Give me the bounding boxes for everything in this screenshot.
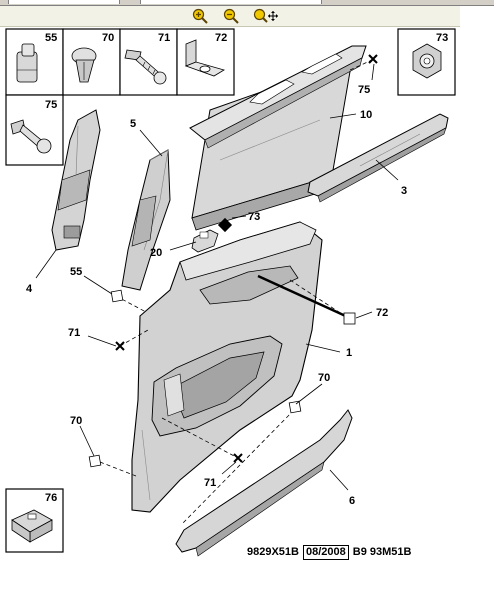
part-10-upper-panel[interactable]	[189, 45, 367, 231]
inset-label: 55	[45, 32, 57, 44]
bolt-icon	[10, 119, 52, 154]
part-6-lower-strip[interactable]	[175, 409, 353, 557]
inset-label: 76	[45, 492, 57, 504]
reference-suffix: B9 93M51B	[352, 546, 412, 558]
callout-72: 72	[376, 307, 388, 319]
callout-1: 1	[346, 347, 352, 359]
inset-72[interactable]: 72	[176, 28, 235, 96]
zoom-in-icon[interactable]	[192, 8, 208, 24]
viewer-toolbar	[0, 6, 460, 27]
window-tab[interactable]	[140, 0, 322, 4]
callout-55: 55	[70, 266, 82, 278]
clip-markers	[88, 289, 356, 468]
part-4-bracket[interactable]	[51, 109, 101, 251]
callout-10: 10	[360, 109, 372, 121]
inset-label: 73	[436, 32, 448, 44]
reference-line: 9829X51B 08/2008 B9 93M51B	[247, 544, 467, 560]
inset-label: 70	[102, 32, 114, 44]
inset-55[interactable]: 55	[5, 28, 64, 96]
retaining-clip-icon	[11, 509, 53, 543]
zoom-out-icon[interactable]	[223, 8, 239, 24]
reference-date: 08/2008	[303, 544, 349, 560]
inset-label: 75	[45, 99, 57, 111]
callout-73: 73	[248, 211, 260, 223]
callout-71: 71	[204, 477, 216, 489]
window-frame	[0, 0, 494, 6]
inset-label: 71	[158, 32, 170, 44]
push-rivet-icon	[71, 47, 97, 83]
callout-70: 70	[318, 372, 330, 384]
window-tab[interactable]	[8, 0, 120, 4]
screw-icon	[124, 49, 167, 85]
cross-markers	[115, 54, 378, 463]
nut-icon	[412, 43, 442, 79]
part-1-door-trim-panel[interactable]	[131, 221, 323, 513]
callout-75: 75	[358, 84, 370, 96]
callout-70: 70	[70, 415, 82, 427]
part-5-pillar-trim[interactable]	[121, 149, 171, 291]
leader-lines	[35, 63, 399, 491]
clip-part-icon	[16, 43, 38, 83]
fastener-73-marker	[217, 217, 233, 233]
bracket-clip-icon	[184, 39, 225, 77]
part-20-clip[interactable]	[191, 229, 219, 253]
callout-5: 5	[130, 118, 136, 130]
cable-72	[257, 274, 351, 320]
callout-20: 20	[150, 247, 162, 259]
callout-4: 4	[26, 283, 33, 295]
inset-71[interactable]: 71	[119, 28, 178, 96]
inset-73[interactable]: 73	[397, 28, 456, 96]
callout-6: 6	[349, 495, 355, 507]
zoom-pan-icon[interactable]	[253, 8, 279, 24]
inset-75[interactable]: 75	[5, 94, 64, 166]
inset-70[interactable]: 70	[62, 28, 121, 96]
inset-76[interactable]: 76	[5, 488, 64, 553]
callout-3: 3	[401, 185, 407, 197]
callout-71: 71	[68, 327, 80, 339]
reference-code: 9829X51B	[247, 546, 299, 558]
inset-label: 72	[215, 32, 227, 44]
callout-labels: 75 10 5 3 73 20 4 55 72 71 1 70 70 71 6	[26, 84, 407, 507]
